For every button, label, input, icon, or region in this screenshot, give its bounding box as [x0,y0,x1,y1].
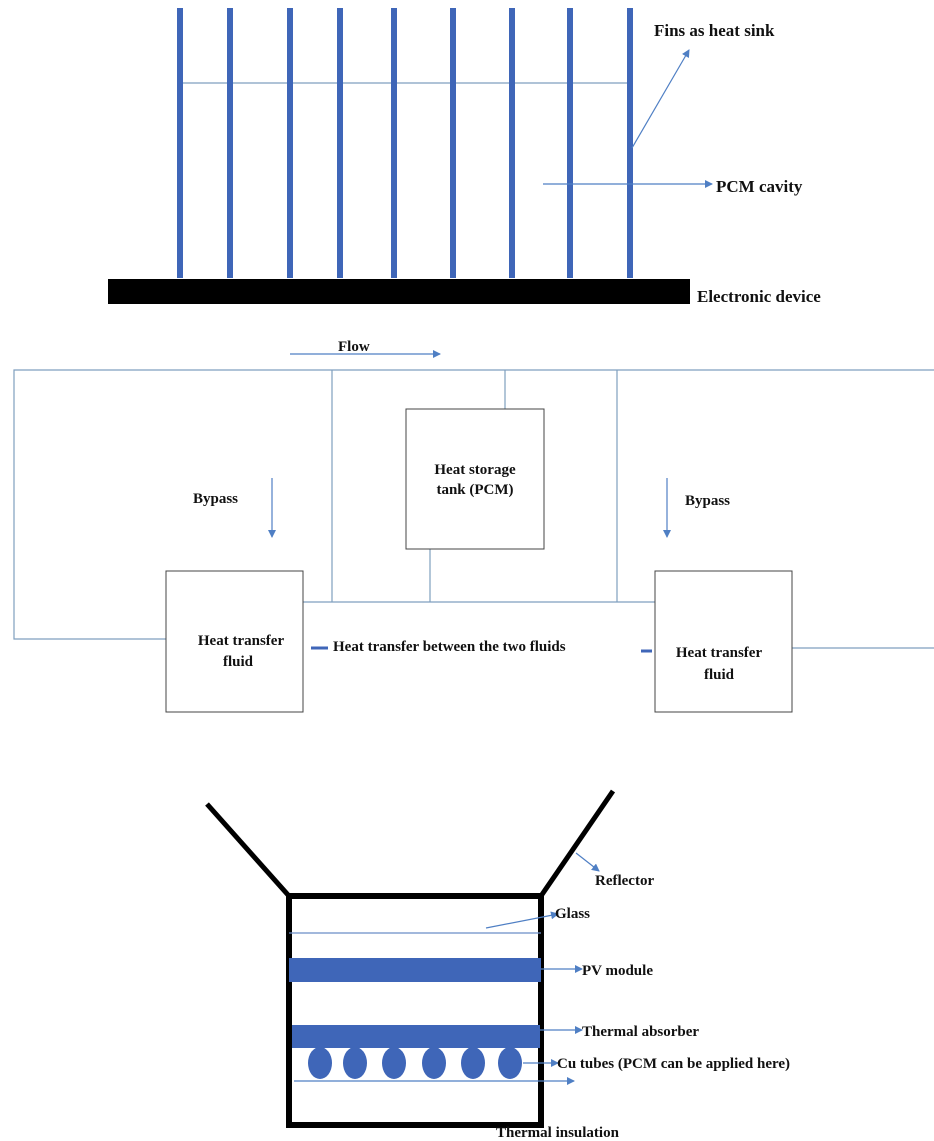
fins [177,8,633,278]
pcm-cavity-label: PCM cavity [716,177,803,196]
pvt-collector-panel: Reflector Glass PV module Thermal absorb… [205,789,790,1141]
cu-tube [382,1047,406,1079]
pv-module-label: PV module [582,963,653,979]
pv-module-layer [289,958,541,982]
cu-tube [343,1047,367,1079]
htf-left-line1: Heat transfer [198,633,285,649]
htf-left-box [165,570,304,713]
fins-label: Fins as heat sink [654,21,775,40]
htf-right-line2: fluid [704,667,735,683]
heat-storage-tank [405,408,545,550]
reflector-arrow [575,852,600,872]
htf-right-line1: Heat transfer [676,645,763,661]
flow-label: Flow [338,339,370,355]
tank-label-line1: Heat storage [434,462,516,478]
collector-housing [286,893,544,1128]
reflector-label: Reflector [595,873,654,889]
thermal-absorber-layer [292,1025,540,1048]
cu-tube [422,1047,446,1079]
heat-sink-panel: Fins as heat sink PCM cavity Electronic … [108,8,821,306]
fins-arrow [631,49,690,149]
cu-tube [308,1047,332,1079]
tank-label-line2: tank (PCM) [436,482,513,498]
cu-tube [461,1047,485,1079]
thermal-insulation-label: Thermal insulation [496,1125,620,1141]
piping [13,369,934,649]
bypass-left-label: Bypass [193,491,238,507]
cu-tubes [308,1047,522,1079]
heat-exchange-label: Heat transfer between the two fluids [333,639,566,655]
reflector-right [538,789,616,898]
reflector-left [205,802,291,898]
bypass-right-label: Bypass [685,493,730,509]
htf-left-line2: fluid [223,654,254,670]
storage-system-panel: Flow Bypass Bypass Heat storage tank (PC… [13,339,934,713]
outer-loop-pipe [13,369,934,640]
glass-arrow [485,911,559,929]
electronic-device-label: Electronic device [697,287,821,306]
cu-tube [498,1047,522,1079]
thermal-absorber-label: Thermal absorber [582,1024,699,1040]
cu-tubes-label: Cu tubes (PCM can be applied here) [557,1056,790,1072]
htf-right-box [654,570,793,713]
glass-label: Glass [555,906,590,922]
electronic-device-block [108,279,690,304]
